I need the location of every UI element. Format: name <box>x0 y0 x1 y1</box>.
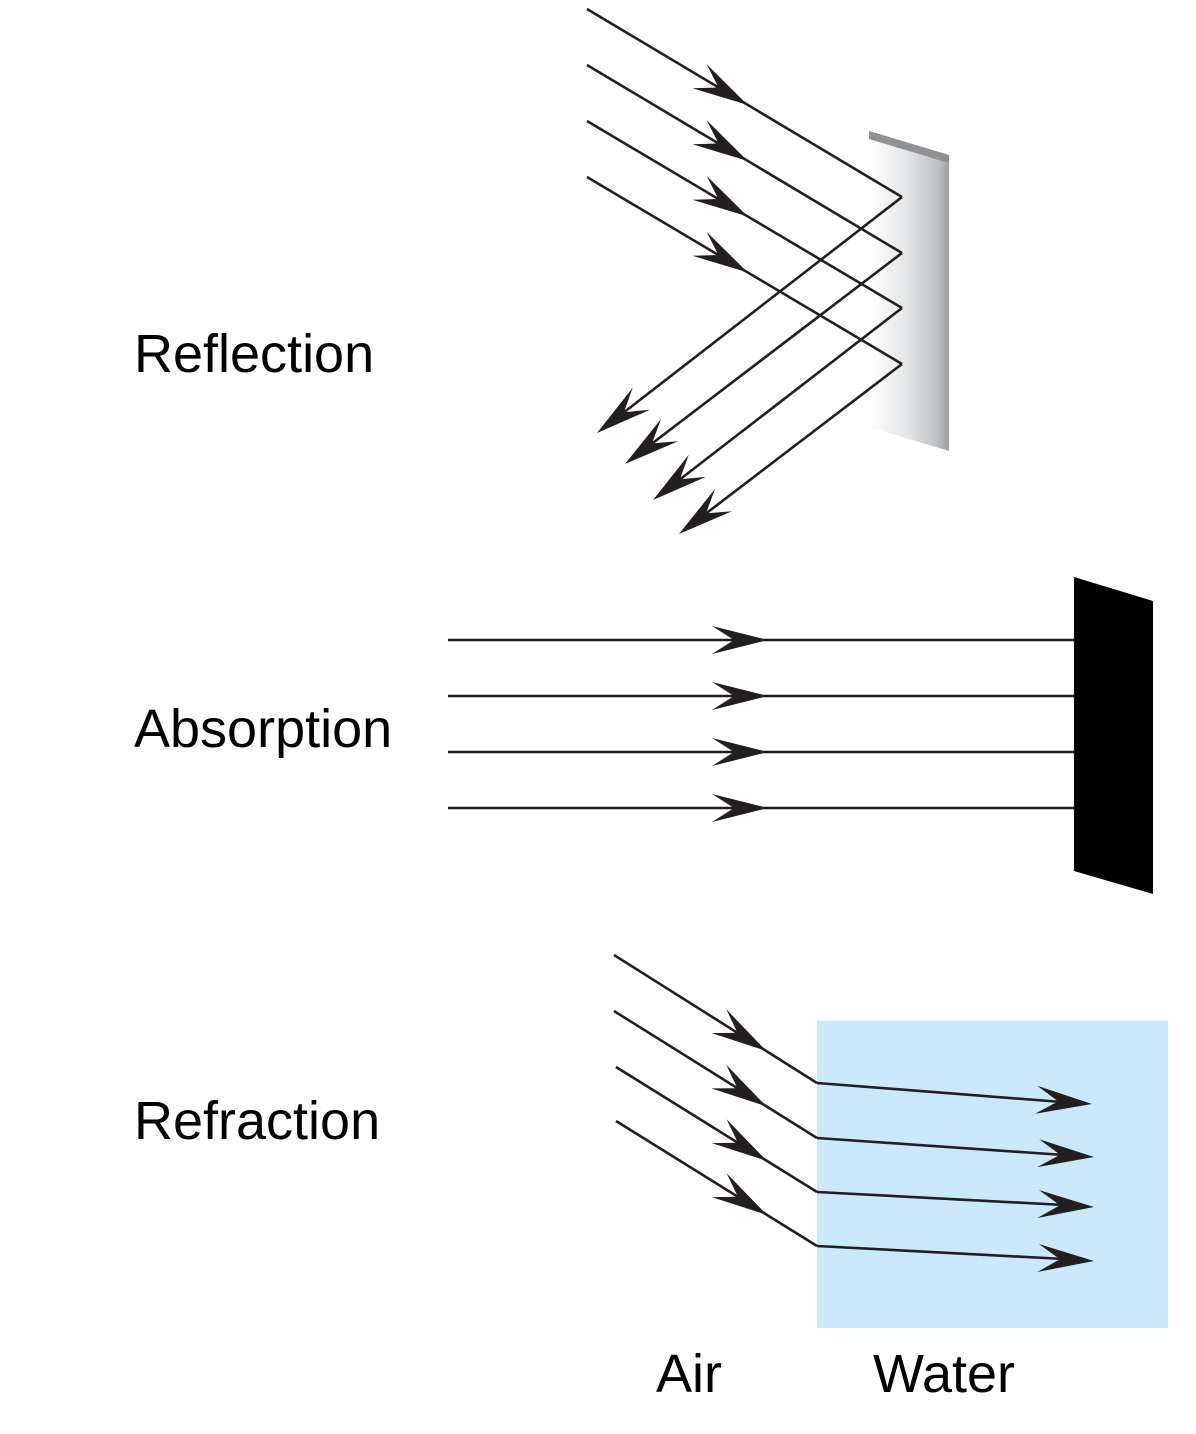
reflection-label: Reflection <box>134 324 374 384</box>
reflected-arrowhead <box>679 488 732 534</box>
water-label: Water <box>873 1344 1015 1404</box>
incident-arrowhead <box>692 175 748 217</box>
absorption-label: Absorption <box>134 699 392 759</box>
reflected-ray <box>632 251 903 460</box>
mirror <box>869 131 949 451</box>
refracted-ray <box>816 1081 1063 1104</box>
reflected-ray <box>604 195 903 429</box>
reflected-arrowhead <box>597 387 650 433</box>
reflection-rays <box>586 7 903 534</box>
absorbed-arrowhead <box>712 626 768 654</box>
refracted-ray <box>816 1190 1065 1207</box>
air-label: Air <box>656 1344 722 1404</box>
refracted-ray <box>816 1136 1065 1157</box>
absorbed-arrowhead <box>712 794 768 822</box>
incident-arrowhead <box>711 1119 767 1161</box>
incident-arrowhead <box>692 64 748 105</box>
incident-ray <box>615 1065 818 1194</box>
absorption-panel: Absorption <box>134 577 1153 894</box>
absorbing-surface <box>1074 577 1153 894</box>
refracted-ray <box>816 1244 1065 1261</box>
refracted-arrowhead <box>1037 1244 1094 1272</box>
incident-arrowhead <box>711 1064 767 1107</box>
mirror-top-edge <box>869 131 949 163</box>
incident-arrowhead <box>692 231 748 273</box>
refraction-rays <box>613 953 1094 1272</box>
reflected-ray <box>686 362 903 530</box>
refracted-arrowhead <box>1037 1190 1094 1218</box>
incident-arrowhead <box>692 120 748 161</box>
incident-arrowhead <box>711 1009 767 1051</box>
water-region <box>817 1021 1168 1328</box>
refracted-arrowhead <box>1037 1139 1094 1168</box>
absorption-rays <box>448 626 1093 822</box>
incident-arrowhead <box>711 1173 767 1215</box>
incident-ray <box>613 1009 818 1140</box>
refraction-panel: Refraction Air Water <box>134 953 1168 1404</box>
reflected-arrowhead <box>653 454 706 500</box>
absorbed-arrowhead <box>712 682 768 710</box>
reflection-panel: Reflection <box>134 7 949 534</box>
absorbed-arrowhead <box>712 738 768 766</box>
reflected-arrowhead <box>625 418 678 464</box>
reflected-ray <box>660 306 903 496</box>
incident-ray <box>615 1119 818 1248</box>
refraction-label: Refraction <box>134 1091 380 1151</box>
mirror-face <box>869 131 949 451</box>
incident-ray <box>613 953 818 1085</box>
refracted-arrowhead <box>1035 1085 1092 1114</box>
